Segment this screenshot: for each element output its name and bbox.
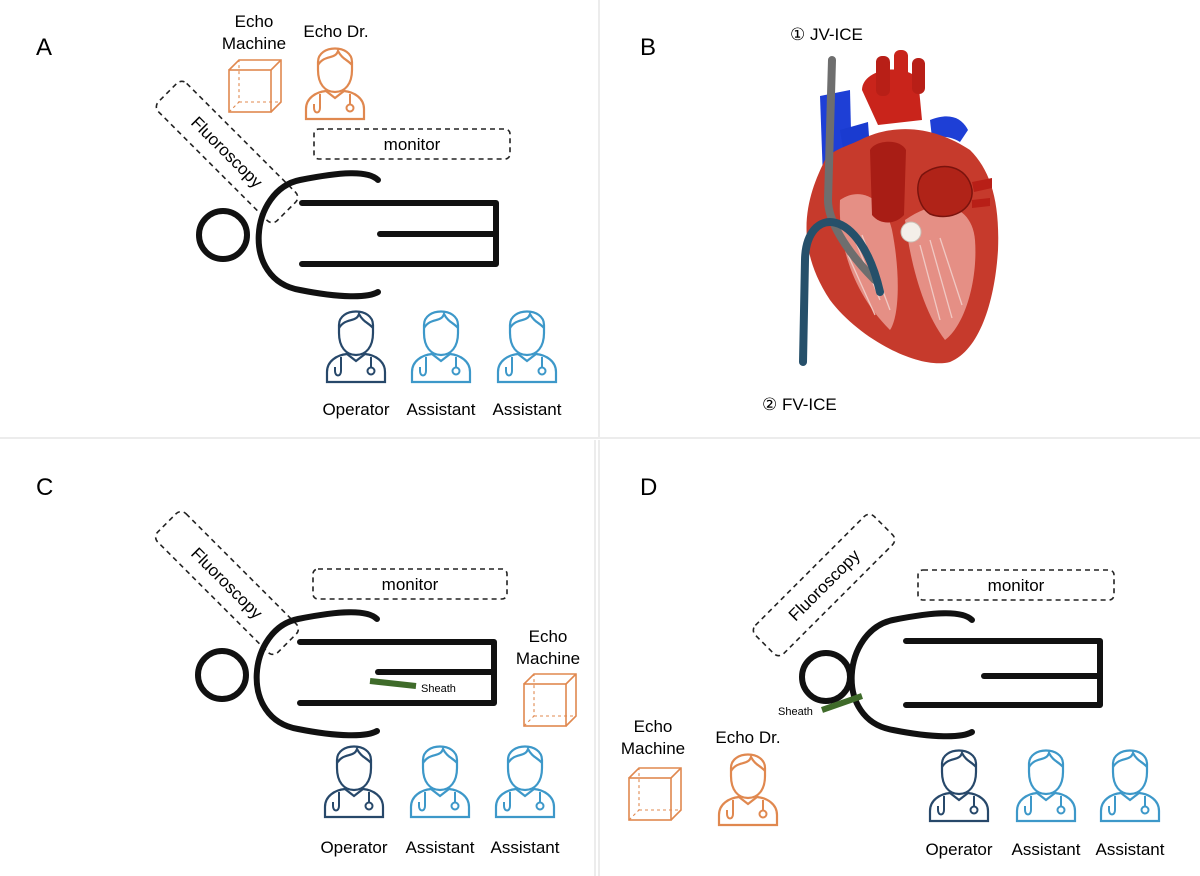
operator-icon (325, 310, 387, 384)
echo-machine-label-line1: Echo (634, 717, 673, 736)
panel-a-label: A (36, 34, 52, 61)
monitor-box: monitor (313, 128, 511, 160)
assistant-icon-1 (410, 310, 472, 384)
patient-figure (799, 610, 1103, 740)
operator-icon (323, 745, 385, 819)
heart-icon (806, 50, 999, 364)
panel-b: B ① JV-ICE ② FV-ICE (600, 0, 1200, 439)
panel-b-heart-illustration: B ① JV-ICE ② FV-ICE (640, 25, 999, 414)
assistant-icon-1 (1015, 749, 1077, 823)
assistant-label-2: Assistant (1096, 840, 1165, 859)
jv-ice-label: ① JV-ICE (790, 25, 863, 44)
operator-label: Operator (320, 838, 387, 857)
sheath-label: Sheath (421, 683, 456, 695)
monitor-box: monitor (917, 569, 1115, 601)
operator-icon (928, 749, 990, 823)
monitor-label: monitor (988, 576, 1045, 595)
panel-c: C Fluoroscopy monitor Sheath Echo Machin… (0, 440, 596, 876)
assistant-label-1: Assistant (407, 400, 476, 419)
panel-c-label: C (36, 474, 53, 501)
panel-a: A Echo Machine Echo Dr. Fluoroscopy moni… (0, 0, 600, 439)
panel-b-label: B (640, 34, 656, 61)
monitor-label: monitor (382, 575, 439, 594)
patient-figure (196, 170, 499, 300)
assistant-label-1: Assistant (1012, 840, 1081, 859)
echo-machine-label-line1: Echo (529, 627, 568, 646)
sheath-mark (369, 678, 417, 689)
echo-doctor-icon (717, 753, 779, 827)
panel-a-diagram: A Echo Machine Echo Dr. Fluoroscopy moni… (36, 12, 562, 419)
echo-machine-label-line2: Machine (516, 649, 580, 668)
echo-dr-label: Echo Dr. (715, 728, 780, 747)
assistant-icon-2 (1099, 749, 1161, 823)
fv-ice-label: ② FV-ICE (762, 395, 837, 414)
jv-ice-catheter (823, 56, 879, 284)
echo-machine-label-line2: Machine (621, 739, 685, 758)
panel-c-diagram: C Fluoroscopy monitor Sheath Echo Machin… (36, 474, 580, 857)
assistant-label-1: Assistant (406, 838, 475, 857)
echo-machine-label-line2: Machine (222, 34, 286, 53)
panel-d-label: D (640, 474, 657, 501)
echo-machine-icon (628, 767, 682, 821)
sheath-label: Sheath (778, 706, 813, 718)
echo-machine-icon (228, 59, 282, 113)
assistant-icon-2 (494, 745, 556, 819)
operator-label: Operator (322, 400, 389, 419)
echo-machine-label-line1: Echo (235, 12, 274, 31)
echo-dr-label: Echo Dr. (303, 22, 368, 41)
sheath-mark (821, 693, 863, 713)
echo-doctor-icon (304, 47, 366, 121)
monitor-label: monitor (384, 135, 441, 154)
assistant-icon-2 (496, 310, 558, 384)
echo-machine-icon (523, 673, 577, 727)
assistant-icon-1 (409, 745, 471, 819)
panel-d: D Fluoroscopy monitor Sheath Echo Machin… (598, 440, 1200, 876)
catheter-lines (799, 56, 884, 366)
panel-d-diagram: D Fluoroscopy monitor Sheath Echo Machin… (621, 474, 1165, 859)
assistant-label-2: Assistant (491, 838, 560, 857)
fluoroscopy-box: Fluoroscopy (154, 510, 300, 656)
fv-ice-catheter (799, 218, 884, 366)
fluoroscopy-box: Fluoroscopy (155, 80, 299, 224)
fluoroscopy-box: Fluoroscopy (752, 513, 896, 657)
assistant-label-2: Assistant (493, 400, 562, 419)
monitor-box: monitor (312, 568, 508, 600)
patient-figure (195, 609, 497, 739)
operator-label: Operator (925, 840, 992, 859)
